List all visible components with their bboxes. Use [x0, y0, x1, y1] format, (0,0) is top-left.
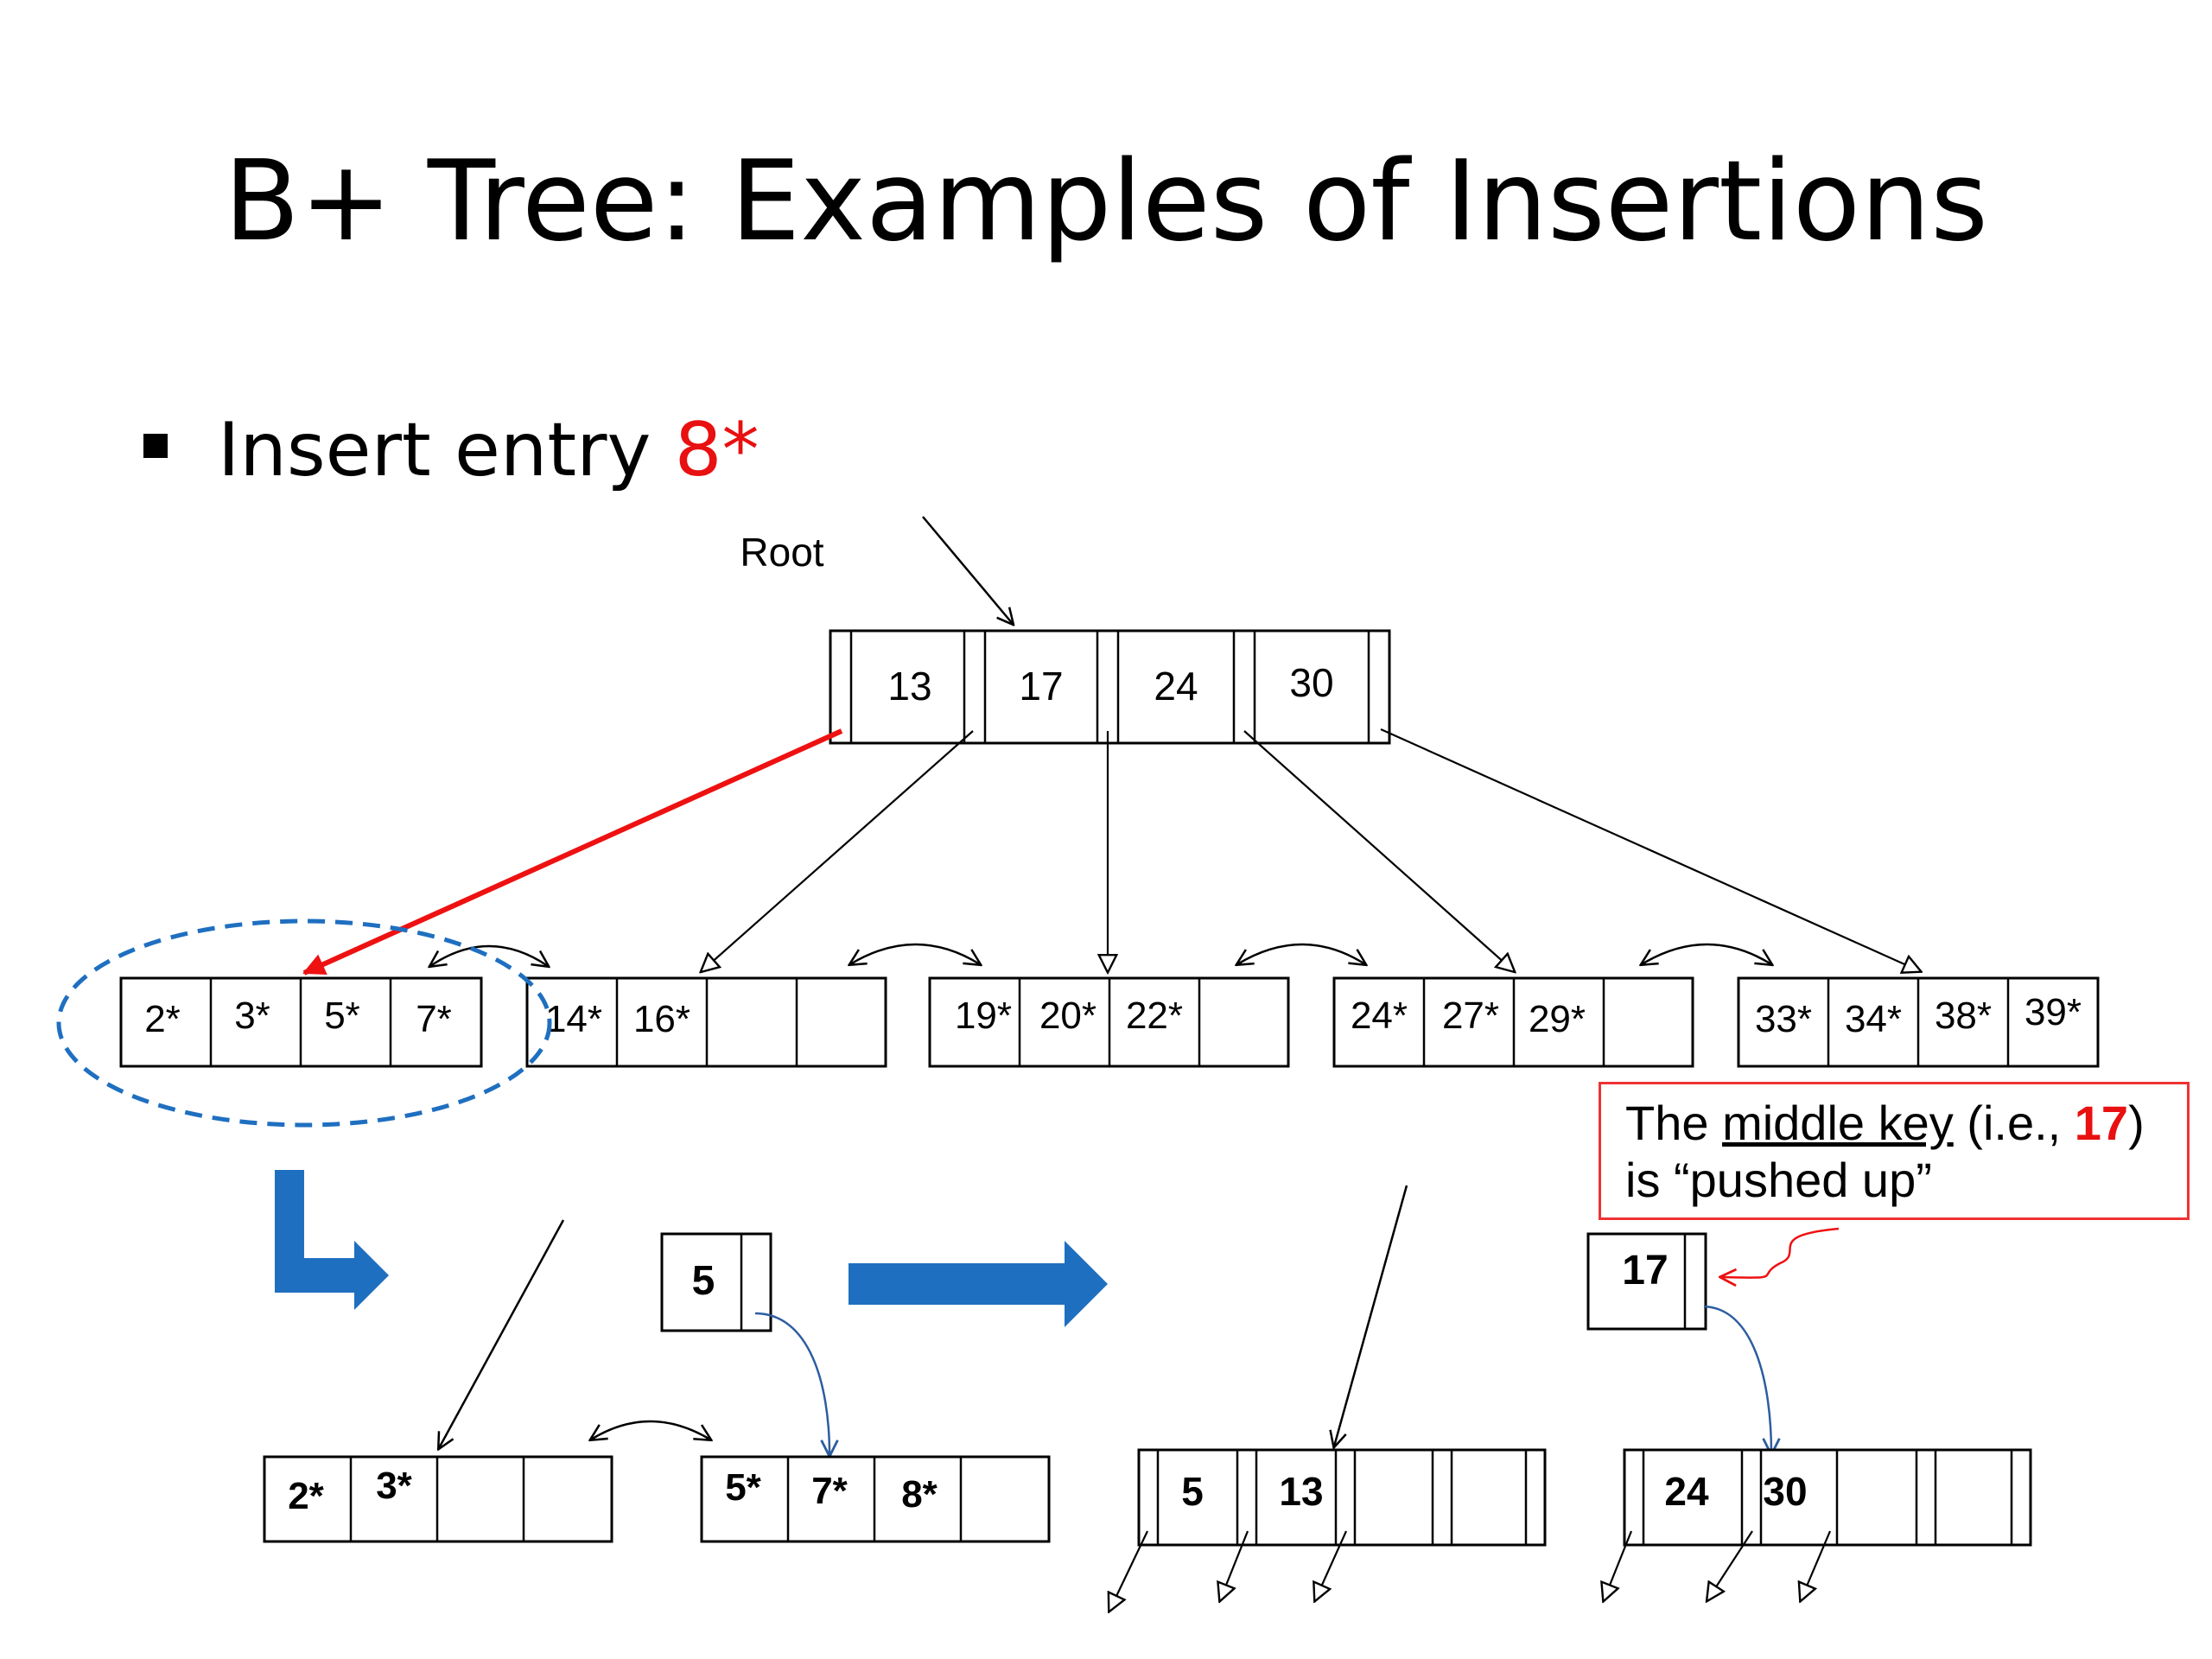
- full-leaf-highlight-ellipse: [56, 918, 552, 1128]
- copied-up-key-node: 5: [660, 1232, 772, 1332]
- root-node-box: [829, 629, 1391, 745]
- root-label: Root: [740, 530, 823, 575]
- leaf-entry: 34*: [1845, 998, 1902, 1040]
- leaf-entry: 8*: [901, 1473, 938, 1516]
- callout-pointer-arrow: [1721, 1227, 1840, 1278]
- pushed-up-key-node: 17: [1586, 1232, 1707, 1331]
- leaf-entry: 22*: [1126, 995, 1183, 1037]
- root-key: 17: [1019, 664, 1063, 709]
- leaf-entry: 2*: [144, 998, 181, 1040]
- sibling-link-arrow: [850, 943, 980, 964]
- leaf-entry: 29*: [1529, 998, 1586, 1040]
- callout-text: The: [1625, 1096, 1723, 1150]
- root-node: 13 17 24 30: [829, 629, 1391, 745]
- pushed-up-callout: The middle key (i.e., 17) is “pushed up”: [1599, 1082, 2190, 1220]
- leaf-level: 2* 3* 5* 7* 14* 16* 19* 20*: [119, 976, 2100, 1068]
- root-key: 13: [887, 664, 931, 709]
- sibling-link-arrow: [591, 1420, 710, 1440]
- sibling-link-arrow: [1642, 943, 1771, 964]
- leaf-entry: 20*: [1039, 995, 1096, 1037]
- leaf-entry: 19*: [955, 995, 1012, 1037]
- child-pointer-arrow: [1243, 730, 1514, 971]
- leaf-node: 14* 16*: [525, 976, 887, 1068]
- callout-line-2: is “pushed up”: [1625, 1153, 1932, 1207]
- pointer-curve-arrow: [754, 1312, 830, 1455]
- bullet-square-icon: [143, 434, 168, 458]
- bullet-prefix: Insert entry: [218, 407, 675, 493]
- sibling-link-arrow: [430, 944, 548, 966]
- bullet-highlight: 8*: [674, 407, 760, 493]
- split-right-index-node: 24 30: [1623, 1448, 2032, 1547]
- leaf-entry: 5*: [324, 995, 360, 1037]
- split-right-leaf: 5* 7* 8*: [700, 1455, 1051, 1543]
- leaf-entry: 14*: [545, 998, 602, 1040]
- leaf-entry: 3*: [234, 995, 270, 1037]
- root-key: 24: [1154, 664, 1198, 709]
- leaf-node: 19* 20* 22*: [928, 976, 1290, 1068]
- leaf-entry: 33*: [1755, 998, 1812, 1040]
- child-pointer-arrow: [1707, 1530, 1753, 1600]
- child-pointer-arrow: [1380, 728, 1920, 971]
- leaf-entry: 24*: [1351, 995, 1408, 1037]
- callout-text: (i.e.,: [1953, 1096, 2075, 1150]
- leaf-entry: 7*: [416, 998, 452, 1040]
- then-arrow-icon: [849, 1241, 1108, 1327]
- leaf-entry: 7*: [811, 1470, 848, 1512]
- root-pointer-arrow: [922, 516, 1013, 624]
- child-pointer-arrow: [1801, 1530, 1832, 1600]
- leaf-entry: 2*: [288, 1475, 324, 1517]
- parent-pointer-arrow: [1334, 1185, 1408, 1446]
- leaf-entry: 5*: [725, 1466, 761, 1509]
- split-leaf-arrow-icon: [275, 1170, 389, 1310]
- split-left-leaf: 2* 3*: [263, 1455, 613, 1543]
- child-pointer-arrow: [1315, 1530, 1348, 1600]
- index-key: 24: [1664, 1469, 1709, 1514]
- leaf-entry: 27*: [1442, 995, 1499, 1037]
- leaf-node: 33* 34* 38* 39*: [1737, 976, 2100, 1068]
- leaf-entry: 38*: [1935, 995, 1992, 1037]
- callout-text: ): [2128, 1096, 2145, 1150]
- sibling-link-arrow: [1237, 943, 1365, 964]
- copied-up-key: 5: [692, 1258, 715, 1304]
- index-key: 13: [1279, 1469, 1323, 1514]
- leaf-entry: 16*: [633, 998, 690, 1040]
- leaf-node: 24* 27* 29*: [1332, 976, 1694, 1068]
- root-key: 30: [1289, 660, 1333, 705]
- child-pointer-arrow: [1604, 1530, 1633, 1600]
- pointer-curve-arrow: [1703, 1305, 1771, 1453]
- split-left-index-node: 5 13: [1137, 1448, 1547, 1547]
- callout-underlined-text: middle key: [1722, 1096, 1954, 1150]
- index-key: 30: [1763, 1469, 1807, 1514]
- slide-title: B+ Tree: Examples of Insertions: [224, 137, 1988, 266]
- child-pointer-arrow: [1109, 1530, 1148, 1611]
- callout-line-1: The middle key (i.e., 17): [1625, 1095, 2187, 1152]
- child-pointer-arrow: [702, 730, 974, 971]
- index-key: 5: [1181, 1469, 1204, 1514]
- search-path-arrow: [302, 728, 843, 976]
- parent-pointer-arrow: [439, 1219, 565, 1448]
- child-pointer-arrow: [1220, 1530, 1249, 1600]
- leaf-entry: 3*: [376, 1465, 412, 1507]
- pushed-up-key: 17: [1622, 1248, 1668, 1294]
- callout-key: 17: [2074, 1096, 2129, 1150]
- leaf-entry: 39*: [2024, 991, 2082, 1033]
- bullet-text: Insert entry 8*: [218, 413, 759, 487]
- leaf-node: 2* 3* 5* 7*: [119, 976, 483, 1068]
